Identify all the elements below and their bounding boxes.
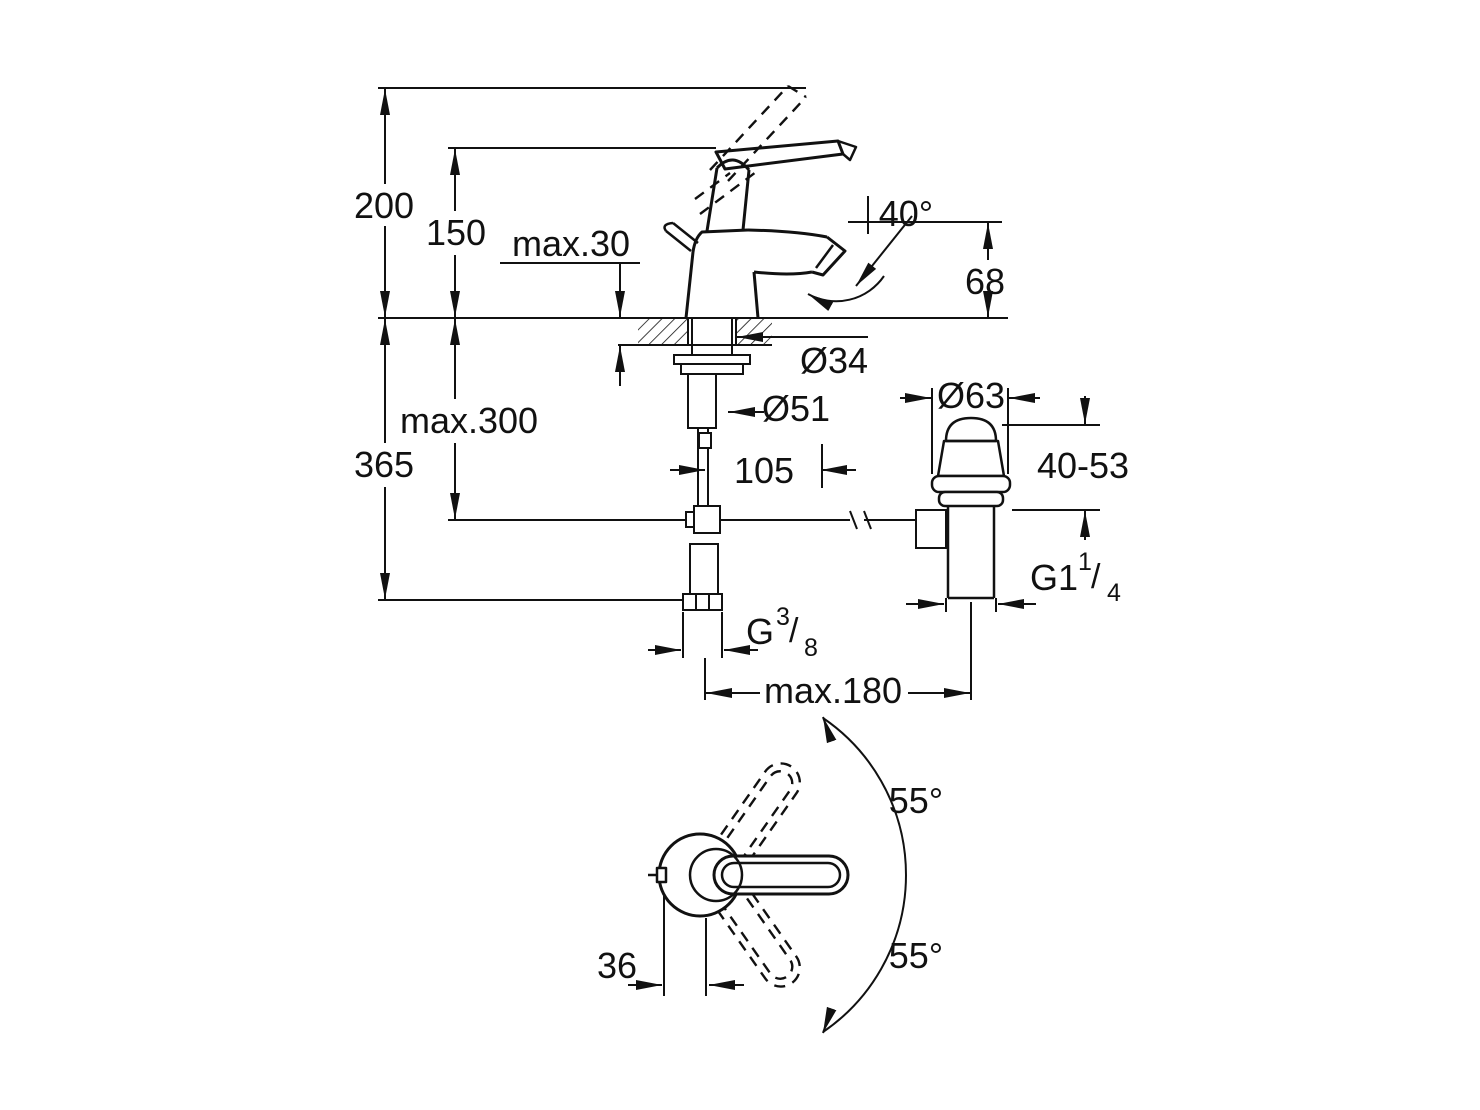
handle-lower-dashed [705,868,802,988]
total-drop-label: 365 [354,444,414,485]
waste-flange-diameter-label: Ø63 [937,375,1005,416]
dimension-lines [380,88,1090,1034]
base-diameter-label: Ø51 [762,388,830,429]
spout-angle-label: 40° [879,193,933,234]
waste-thread-denominator: 4 [1107,579,1121,607]
waste-thread-label: G1 [1030,557,1078,598]
faucet-top-view [648,762,850,988]
swing-up-label: 55° [889,780,943,821]
overall-height-label: 200 [354,185,414,226]
supply-thread-slash: / [789,612,799,650]
hose-drop-label: max.300 [400,400,538,441]
supply-thread-label: G [746,611,774,652]
lever-height-label: 150 [426,212,486,253]
deck-section [638,317,772,375]
drain-assembly [915,416,1012,600]
faucet-side-view [663,84,858,319]
hole-diameter-label: Ø34 [800,340,868,381]
spout-reach-label: 105 [734,450,794,491]
dimension-labels: 200 150 max.30 40° 68 Ø34 Ø51 max.300 36… [354,185,1129,986]
waste-thread-numerator: 1 [1078,548,1092,576]
handle-upper-dashed [705,762,802,882]
waste-thread-slash: / [1091,558,1101,596]
outlet-height-label: 68 [965,261,1005,302]
deck-thickness-label: max.30 [512,223,630,264]
rod-reach-label: max.180 [764,670,902,711]
supply-thread-denominator: 8 [804,634,818,662]
supply-hose [682,373,872,611]
swing-down-label: 55° [889,935,943,976]
waste-range-label: 40-53 [1037,445,1129,486]
supply-thread-numerator: 3 [776,603,790,631]
handle-offset-label: 36 [597,945,637,986]
